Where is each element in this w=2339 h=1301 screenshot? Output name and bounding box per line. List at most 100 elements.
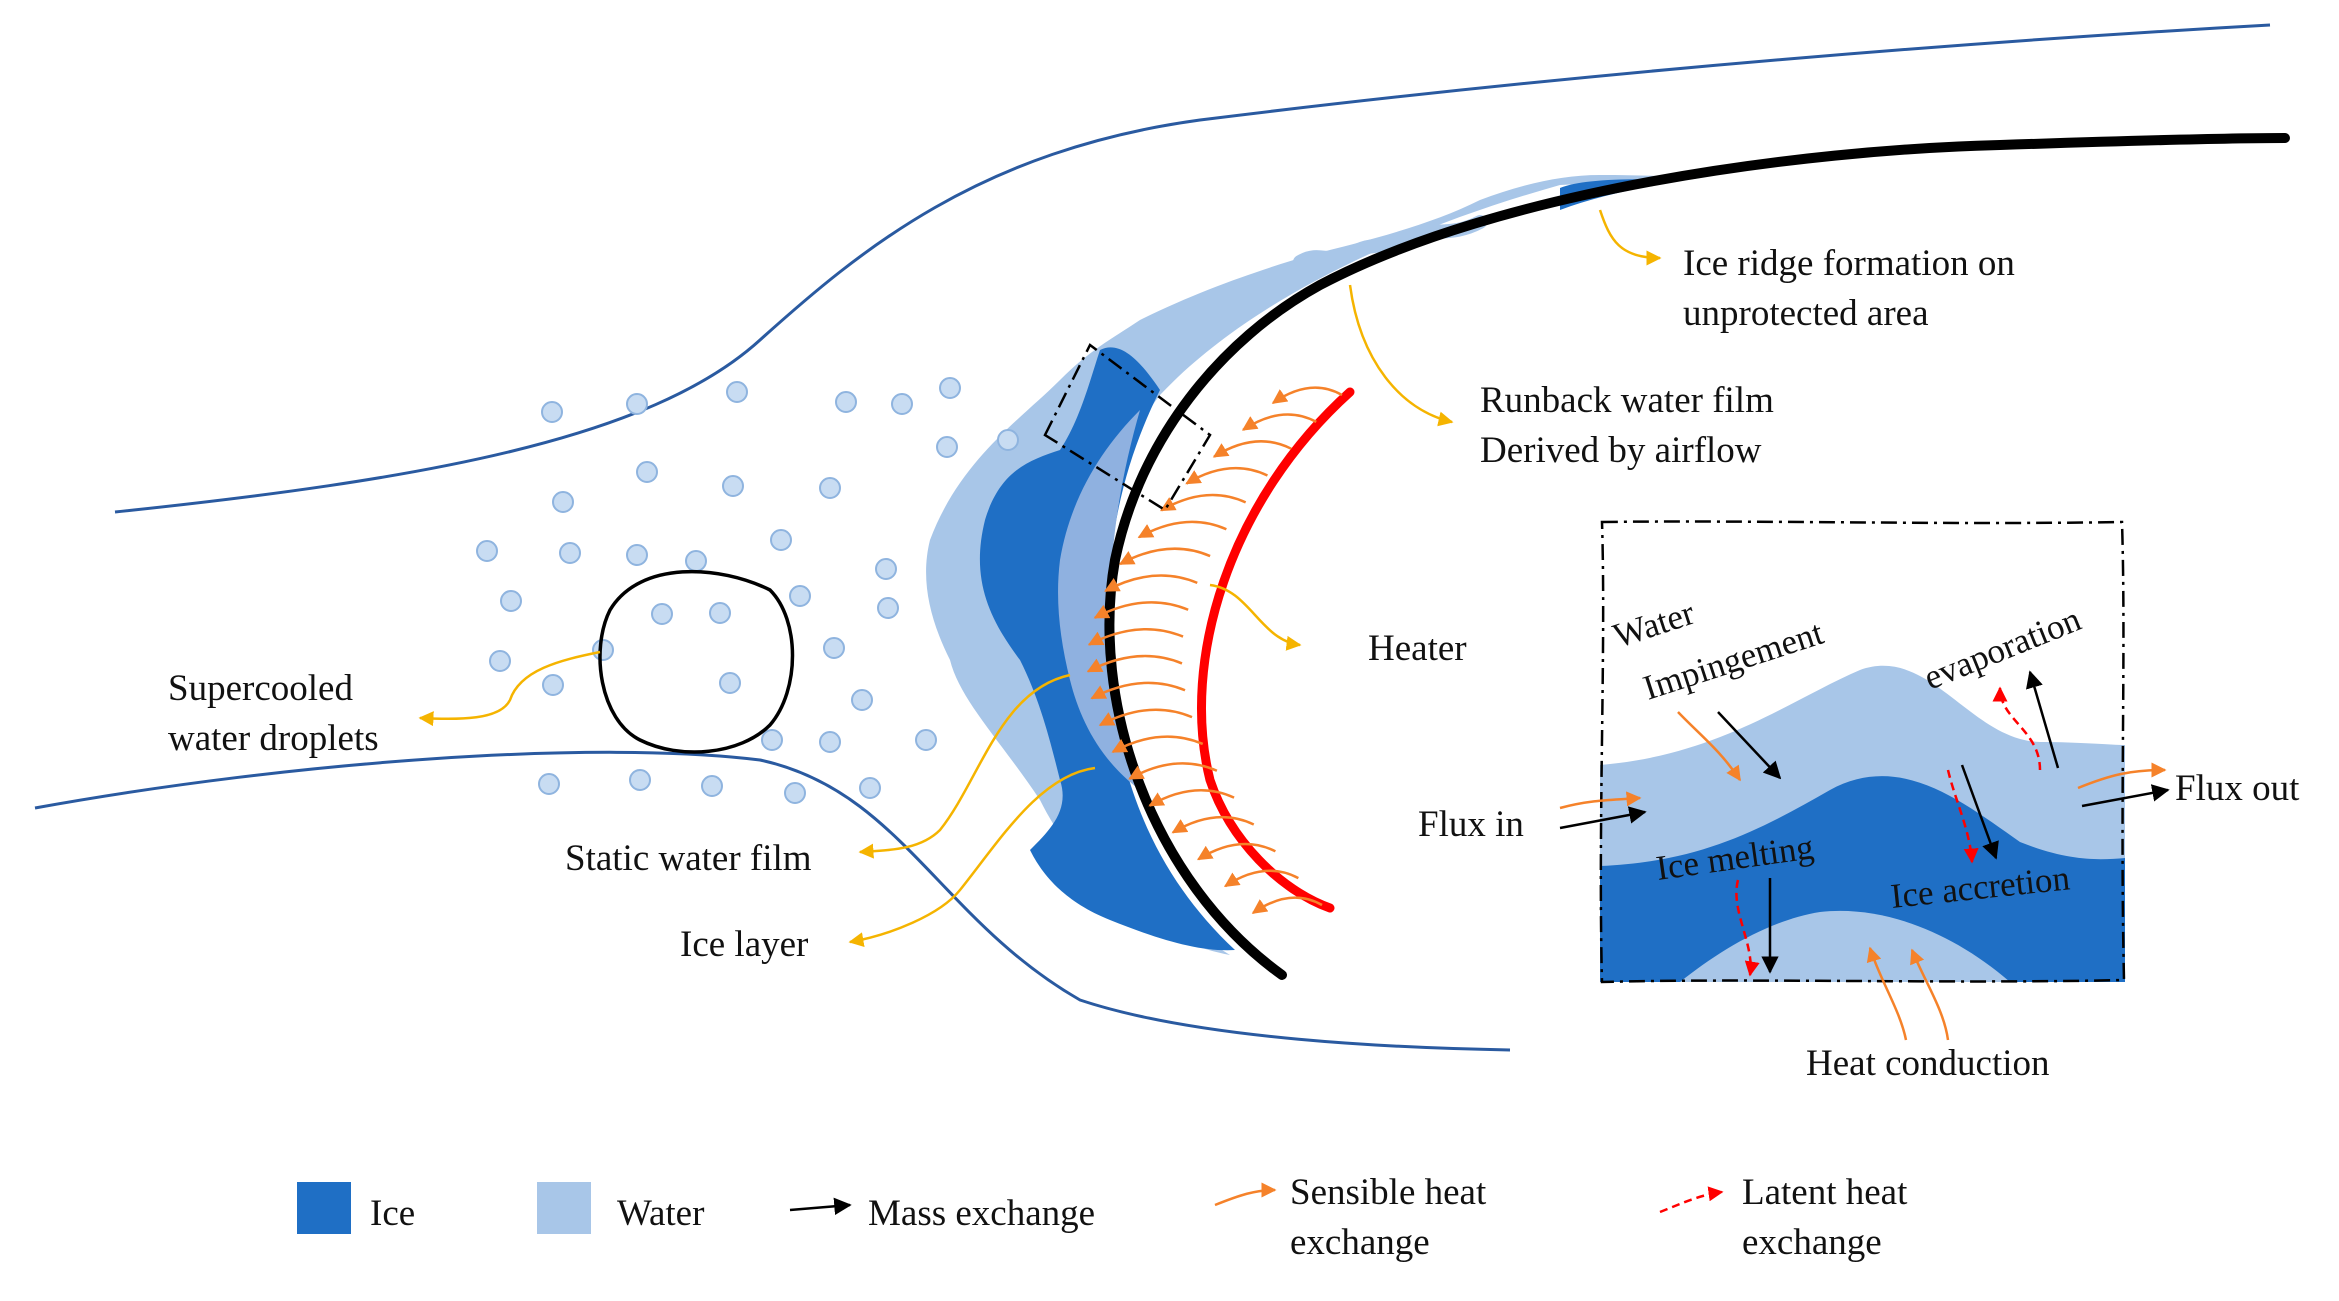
water-droplet [719,672,741,694]
water-droplet [626,393,648,415]
inset-label-flux-out: Flux out [2175,768,2300,809]
leader-runback [1348,284,1454,427]
water-droplet [541,401,563,423]
zoom-window [1043,343,1212,512]
ice-ridge [1560,178,1700,210]
legend-sensible-label-2: exchange [1290,1222,1430,1263]
leader-static-water [858,673,1071,859]
heater-heat-arrow [1111,735,1204,754]
heater-heat-arrow [1197,842,1276,861]
conduction-arrow-2 [1910,948,1950,1041]
heater-heat-arrow [1098,708,1193,727]
flux-in-sensible-arrow [1559,791,1642,810]
inset-label-heat-conduction: Heat conduction [1806,1043,2050,1084]
legend-ice-swatch [297,1182,351,1234]
flux-out-sensible-arrow [2077,762,2167,790]
legend-latent-label-2: exchange [1742,1222,1882,1263]
water-droplet [476,540,498,562]
inset-label-water: Water [1608,593,1699,656]
legend-sensible-arrow [1214,1182,1277,1207]
legend-sensible-label-1: Sensible heat [1290,1172,1487,1213]
water-droplet [819,731,841,753]
water-droplet [789,585,811,607]
heater-heat-arrow [1128,762,1218,780]
leader-heater [1209,583,1302,651]
label-supercooled-1: Supercooled [168,668,353,709]
label-static-water-film: Static water film [565,838,812,879]
conduction-arrow-1 [1866,946,1908,1041]
water-droplet [939,377,961,399]
water-droplet [685,550,707,572]
water-droplet [701,775,723,797]
water-droplet [722,475,744,497]
heater-heat-arrow [1093,601,1189,619]
heater-heat-arrow [1087,628,1184,646]
heater-heat-arrow [1118,547,1211,566]
droplet-cluster-outline [598,569,795,754]
legend-ice-label: Ice [370,1193,415,1234]
accretion-mass-arrow [1960,764,1999,860]
label-runback-1: Runback water film [1480,380,1774,421]
water-droplet [489,650,511,672]
water-droplet [709,602,731,624]
water-droplet [936,436,958,458]
water-droplet [500,590,522,612]
legend-mass-label: Mass exchange [868,1193,1095,1234]
water-droplet [784,782,806,804]
label-ice-ridge-2: unprotected area [1683,293,1929,334]
flux-in-mass-arrow [1559,806,1647,830]
label-ice-layer: Ice layer [680,924,808,965]
water-droplet [877,597,899,619]
legend-latent-arrow [1659,1186,1724,1214]
heater-heat-arrow [1086,654,1183,673]
water-droplet [761,729,783,751]
supercooled-droplets [476,377,1019,804]
water-droplet [538,773,560,795]
leader-ice-layer [848,766,1096,948]
water-droplet [835,391,857,413]
evaporation-mass-arrow [2026,670,2060,769]
heater-heat-arrow [1241,413,1317,431]
water-droplet [626,544,648,566]
flux-out-mass-arrow [2081,784,2170,808]
label-supercooled-2: water droplets [168,718,379,759]
legend-water-label: Water [617,1193,704,1234]
heater-heat-arrow [1251,896,1323,915]
leader-ice-ridge [1598,209,1662,266]
leader-supercooled [418,650,601,727]
inset-frame [1599,520,2126,984]
heater-heat-arrow [1271,386,1343,405]
water-droplet [552,491,574,513]
water-droplet [651,603,673,625]
lower-streamline [34,750,1511,1052]
water-droplet [636,461,658,483]
legend-mass-arrow [789,1197,852,1216]
heater-heat-arrow [1137,520,1227,539]
heater-heat-arrow [1223,869,1299,888]
label-runback-2: Derived by airflow [1480,430,1762,471]
heater-heat-arrow [1159,493,1247,512]
label-heater: Heater [1368,628,1467,669]
heater-heat-arrow [1104,574,1198,592]
water-droplet [851,689,873,711]
inset-label-flux-in: Flux in [1418,804,1524,845]
label-ice-ridge-1: Ice ridge formation on [1683,243,2015,284]
upper-streamline [114,23,2271,514]
water-droplet [592,639,614,661]
heater-heat-arrow [1185,466,1268,485]
water-droplet [819,477,841,499]
inset-label-evaporation: evaporation [1918,599,2086,697]
sensible-heat-arrows [1086,386,1343,915]
heater-heat-arrow [1212,440,1292,458]
water-droplet [542,674,564,696]
airfoil-surface [1104,133,2290,980]
inset-ice [1600,776,2125,982]
water-droplet [726,381,748,403]
accretion-latent-arrow [1946,769,1979,864]
water-droplet [629,769,651,791]
legend-latent-label-1: Latent heat [1742,1172,1908,1213]
impingement-mass-arrow [1717,711,1782,780]
water-droplet [770,529,792,551]
heater-heat-arrow [1090,681,1186,700]
